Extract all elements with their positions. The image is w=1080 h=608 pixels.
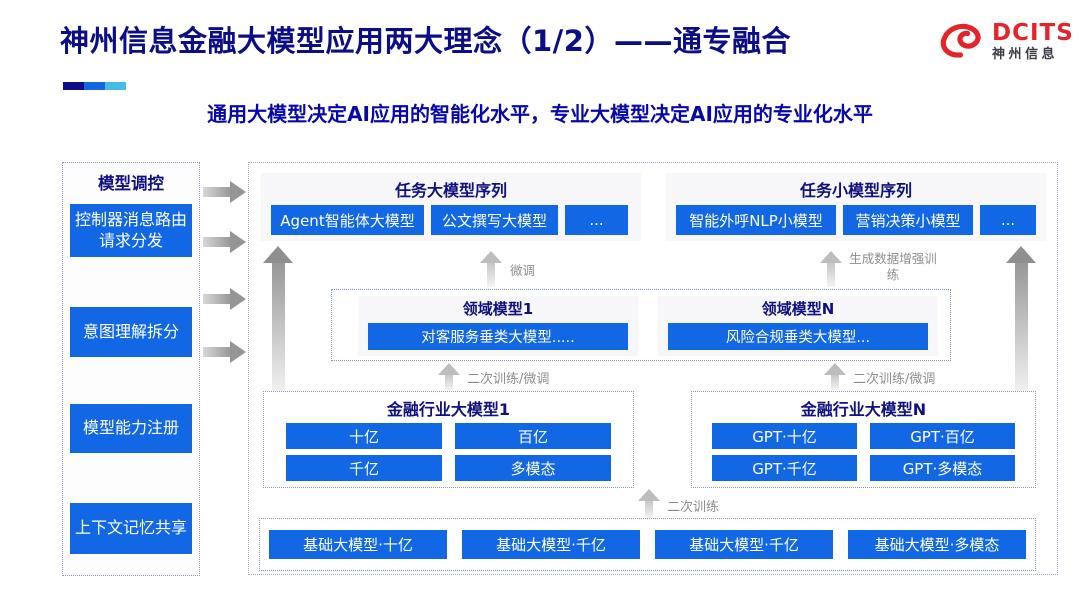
up-arrow-finetune [479,251,503,287]
up-arrow-gen-data [819,251,843,287]
arrow-shaft [827,263,835,287]
arrow-head [438,363,460,375]
arrow-shaft [203,237,230,247]
arrow-shaft [645,501,653,518]
section-title: 领域模型N [761,300,835,318]
industry-model-1-box: 金融行业大模型1 十亿 百亿 千亿 多模态 [263,391,634,488]
model-box-ellipsis: ... [980,205,1036,235]
model-box-risk-compliance: 风险合规垂类大模型... [668,323,928,350]
arrow-head [230,288,246,310]
model-box-ellipsis: ... [565,205,628,235]
task-large-model-section: 任务大模型序列 Agent智能体大模型 公文撰写大模型 ... [261,173,641,241]
accent-bar-segment [84,82,105,90]
flow-right-arrow [203,181,246,203]
model-box-multimodal: 多模态 [455,455,611,481]
up-arrow-tall-right [1006,246,1036,392]
arrow-shaft [203,294,230,304]
model-box-doc-writing: 公文撰写大模型 [431,205,558,235]
model-box-customer-service: 对客服务垂类大模型..... [368,323,628,350]
arrow-head [230,341,246,363]
domain-models-box: 领域模型1 对客服务垂类大模型..... 领域模型N 风险合规垂类大模型... [331,289,951,361]
up-arrow-second-train [638,489,660,518]
industry-model-n-box: 金融行业大模型N GPT·十亿 GPT·百亿 GPT·千亿 GPT·多模态 [691,391,1036,488]
task-small-model-section: 任务小模型序列 智能外呼NLP小模型 营销决策小模型 ... [666,173,1046,241]
model-control-panel: 模型调控 控制器消息路由请求分发 意图理解拆分 模型能力注册 上下文记忆共享 [62,162,200,576]
accent-bar-segment [105,82,126,90]
sidebar-title: 模型调控 [98,174,164,193]
arrow-head [480,251,502,263]
model-box-foundation-100b-2: 基础大模型·千亿 [655,530,833,559]
up-arrow-second-train-left [438,363,460,390]
sidebar-item-register: 模型能力注册 [70,404,192,453]
up-arrow-second-train-right [824,363,846,390]
section-title: 金融行业大模型N [800,400,927,419]
foundation-models-box: 基础大模型·十亿 基础大模型·千亿 基础大模型·千亿 基础大模型·多模态 [259,518,1036,571]
arrow-shaft [203,347,230,357]
arrow-head [230,181,246,203]
flow-right-arrow [203,231,246,253]
arrow-shaft [203,187,230,197]
sidebar-item-intent: 意图理解拆分 [70,307,192,357]
model-box-agent: Agent智能体大模型 [271,205,424,235]
domain-model-1: 领域模型1 对客服务垂类大模型..... [358,296,638,356]
arrow-shaft [445,375,453,390]
label-second-train-finetune: 二次训练/微调 [467,372,550,387]
model-box-marketing: 营销决策小模型 [843,205,973,235]
model-box-gpt-1b: GPT·十亿 [712,423,857,449]
model-box-gpt-100b: GPT·千亿 [712,455,857,481]
arrow-shaft [271,263,285,392]
section-title: 金融行业大模型1 [386,400,511,419]
model-box-foundation-100b: 基础大模型·千亿 [462,530,640,559]
domain-model-n: 领域模型N 风险合规垂类大模型... [658,296,938,356]
page-title: 神州信息金融大模型应用两大理念（1/2）——通专融合 [60,24,791,58]
model-box-gpt-multimodal: GPT·多模态 [870,455,1015,481]
model-box-1b: 十亿 [286,423,442,449]
arrow-head [824,363,846,375]
accent-bar [63,82,126,90]
up-arrow-tall-left [263,246,293,392]
sidebar-item-context: 上下文记忆共享 [70,503,192,554]
accent-bar-segment [63,82,84,90]
arrow-head [263,246,293,263]
section-title: 任务小模型序列 [799,181,912,200]
brand-name: DCITS [992,19,1074,46]
label-second-train-finetune: 二次训练/微调 [853,372,936,387]
label-second-train: 二次训练 [667,500,720,515]
flow-right-arrow [203,288,246,310]
brand-name-cn: 神州信息 [992,46,1059,62]
sidebar-item-router: 控制器消息路由请求分发 [70,204,192,257]
model-box-foundation-multimodal: 基础大模型·多模态 [848,530,1026,559]
section-title: 领域模型1 [462,300,534,318]
flow-right-arrow [203,341,246,363]
arrow-head [1006,246,1036,263]
company-logo: DCITS 神州信息 [938,18,1074,64]
label-gen-data-train: 生成数据增强训练 [849,251,937,282]
model-box-foundation-1b: 基础大模型·十亿 [269,530,447,559]
arrow-shaft [487,263,495,287]
arrow-shaft [1014,263,1028,392]
section-title: 任务大模型序列 [394,181,507,200]
architecture-diagram: 任务大模型序列 Agent智能体大模型 公文撰写大模型 ... 任务小模型序列 … [248,162,1058,575]
model-box-100b: 千亿 [286,455,442,481]
model-box-10b: 百亿 [455,423,611,449]
arrow-head [230,231,246,253]
arrow-shaft [831,375,839,390]
swirl-logo-icon [938,18,986,64]
model-box-nlp-callout: 智能外呼NLP小模型 [676,205,836,235]
label-fine-tune: 微调 [510,263,536,278]
arrow-head [820,251,842,263]
model-box-gpt-10b: GPT·百亿 [870,423,1015,449]
arrow-head [638,489,660,501]
slide-subtitle: 通用大模型决定AI应用的智能化水平，专业大模型决定AI应用的专业化水平 [207,102,873,126]
